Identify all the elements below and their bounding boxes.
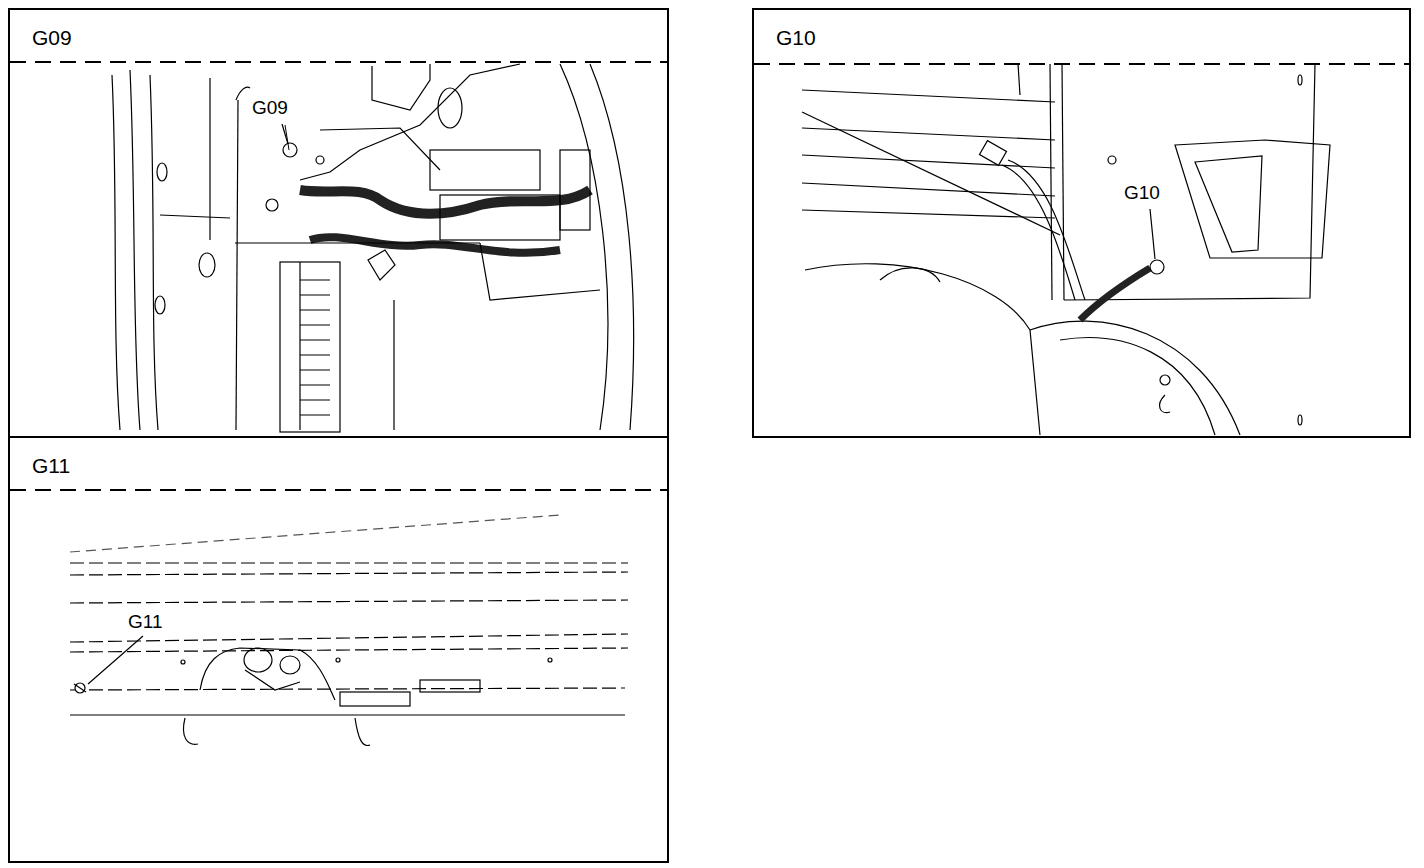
quarter-panel-illustration xyxy=(1108,156,1116,164)
pillar-harness-illustration xyxy=(316,156,324,164)
quarter-panel-illustration xyxy=(1150,260,1164,274)
pillar-harness-illustration xyxy=(372,64,430,110)
floor-rail-illustration xyxy=(183,718,198,744)
callout-label: G11 xyxy=(128,612,163,633)
quarter-panel-illustration xyxy=(880,268,940,282)
pillar-harness-illustration xyxy=(299,262,300,430)
floor-rail-illustration xyxy=(75,683,85,693)
pillar-harness-illustration xyxy=(235,242,480,243)
quarter-panel-illustration xyxy=(802,183,1055,196)
quarter-panel-illustration xyxy=(802,128,1055,140)
floor-rail-illustration xyxy=(548,658,552,662)
leader-line xyxy=(88,124,1155,684)
panel-heading: G10 xyxy=(754,10,816,49)
leader-line xyxy=(1150,209,1155,259)
pillar-harness-illustration xyxy=(130,70,140,430)
pillar-harness-illustration xyxy=(590,64,634,430)
panel-heading: G09 xyxy=(10,10,72,49)
floor-rail-illustration xyxy=(245,670,300,690)
pillar-harness-illustration xyxy=(438,88,462,128)
pillar-harness-illustration xyxy=(266,199,278,211)
quarter-panel-illustration xyxy=(1298,415,1302,425)
quarter-panel-illustration xyxy=(802,90,1055,102)
floor-rail-illustration xyxy=(70,634,628,642)
floor-rail-illustration xyxy=(70,648,628,652)
quarter-panel-illustration xyxy=(802,155,1055,168)
floor-rail-illustration xyxy=(70,515,628,746)
pillar-harness-illustration xyxy=(155,296,165,314)
ground-point-panel: G09 xyxy=(8,8,669,438)
quarter-panel-illustration xyxy=(1030,321,1240,435)
header-separator xyxy=(10,489,668,491)
header-separator xyxy=(754,63,1410,65)
pillar-harness-illustration xyxy=(236,100,238,430)
pillar-harness-illustration xyxy=(199,253,215,277)
pillar-harness-illustration xyxy=(393,300,394,430)
floor-rail-illustration xyxy=(340,692,410,706)
pillar-harness-illustration xyxy=(300,64,520,180)
quarter-panel-illustration xyxy=(979,141,1006,166)
ground-point-panel: G10 xyxy=(752,8,1411,438)
pillar-harness-illustration xyxy=(209,78,210,240)
floor-rail-illustration xyxy=(280,656,300,674)
floor-rail-illustration xyxy=(200,648,335,700)
quarter-panel-illustration xyxy=(802,210,1055,218)
floor-rail-illustration xyxy=(70,562,628,563)
pillar-harness-illustration xyxy=(112,75,120,430)
quarter-panel-illustration xyxy=(802,112,1060,235)
pillar-harness-illustration xyxy=(157,163,167,181)
quarter-panel-illustration xyxy=(1160,375,1170,385)
floor-rail-illustration xyxy=(181,660,185,664)
quarter-panel-illustration xyxy=(1064,64,1315,300)
pillar-harness-illustration xyxy=(560,150,590,230)
pillar-harness-illustration xyxy=(560,64,608,430)
pillar-harness-illustration xyxy=(320,128,440,170)
callout-label: G10 xyxy=(1124,183,1160,204)
panel-heading: G11 xyxy=(10,438,70,477)
pillar-harness-illustration xyxy=(430,150,540,190)
floor-rail-illustration xyxy=(70,714,625,715)
pillar-harness-illustration xyxy=(150,75,158,430)
leader-line xyxy=(282,124,288,144)
floor-rail-illustration xyxy=(244,648,272,672)
quarter-panel-illustration xyxy=(1080,268,1150,320)
floor-rail-illustration xyxy=(74,684,86,692)
quarter-panel-illustration xyxy=(1008,160,1085,300)
pillar-harness-illustration xyxy=(280,262,340,432)
floor-rail-illustration xyxy=(420,680,480,692)
pillar-harness-illustration xyxy=(440,195,560,240)
quarter-panel-illustration xyxy=(802,64,1330,435)
leader-line xyxy=(88,636,143,684)
quarter-panel-illustration xyxy=(1060,338,1215,435)
callout-label: G09 xyxy=(252,98,288,119)
pillar-harness-illustration xyxy=(236,87,250,100)
quarter-panel-illustration xyxy=(1160,395,1170,413)
header-separator xyxy=(10,62,1410,490)
floor-rail-illustration xyxy=(355,718,370,746)
floor-rail-illustration xyxy=(70,515,560,552)
floor-rail-illustration xyxy=(70,572,628,575)
quarter-panel-illustration xyxy=(805,264,1040,435)
floor-rail-illustration xyxy=(70,688,625,690)
pillar-harness-illustration xyxy=(300,280,330,415)
pillar-harness-illustration xyxy=(112,64,634,432)
quarter-panel-illustration xyxy=(1018,64,1020,95)
ground-point-panel: G11 xyxy=(8,436,669,863)
quarter-panel-illustration xyxy=(1050,64,1052,300)
pillar-harness-illustration xyxy=(283,143,297,157)
floor-rail-illustration xyxy=(336,658,340,662)
quarter-panel-illustration xyxy=(1298,75,1302,85)
pillar-harness-illustration xyxy=(368,250,395,280)
quarter-panel-illustration xyxy=(1195,156,1262,252)
pillar-harness-illustration xyxy=(480,243,600,300)
header-separator xyxy=(10,61,668,63)
floor-rail-illustration xyxy=(70,600,628,603)
pillar-harness-illustration xyxy=(160,215,230,218)
quarter-panel-illustration xyxy=(1175,140,1330,258)
pillar-harness-illustration xyxy=(300,190,590,214)
